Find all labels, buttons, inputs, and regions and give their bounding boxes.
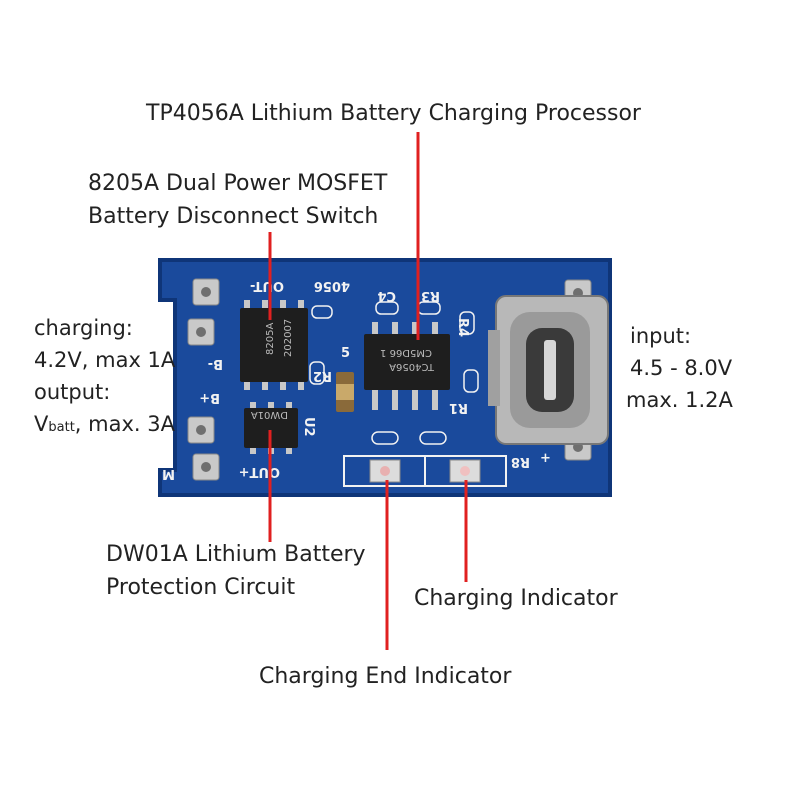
label-protection-line2: Protection Circuit <box>106 575 296 600</box>
chip-8205a-marking: 8205A <box>265 323 276 355</box>
label-right-input-range: 4.5 - 8.0V <box>630 356 733 380</box>
label-left-output: output: <box>34 380 111 404</box>
silk-r1: R1 <box>449 400 468 415</box>
chip-8205a: 8205A 202007 <box>240 300 308 390</box>
label-left-charging: charging: <box>34 316 133 340</box>
usb-c-connector <box>488 295 609 445</box>
chip-dw01a-marking: DW01A <box>251 409 288 420</box>
chip-8205a-date: 202007 <box>283 319 294 357</box>
label-mosfet-line1: 8205A Dual Power MOSFET <box>88 171 388 196</box>
label-processor: TP4056A Lithium Battery Charging Process… <box>146 101 641 126</box>
led-area <box>343 455 507 487</box>
silk-plus: + <box>540 451 551 466</box>
label-protection-line1: DW01A Lithium Battery <box>106 542 366 567</box>
silk-out-plus: OUT+ <box>239 464 280 479</box>
silk-b-minus: B- <box>208 356 223 371</box>
pointer-lines <box>268 132 468 650</box>
silk-5: 5 <box>341 346 350 361</box>
label-mosfet-line2: Battery Disconnect Switch <box>88 204 379 229</box>
chip-tp4056-marking: TC4056A <box>389 361 435 372</box>
label-left-charging-spec: 4.2V, max 1A <box>34 348 176 372</box>
silk-r4: R4 <box>455 318 470 337</box>
silk-c4: C4 <box>377 288 396 303</box>
label-left-output-spec: Vbatt, max. 3A <box>34 408 175 444</box>
silk-b-plus: B+ <box>199 390 220 405</box>
silk-r2: R2 <box>313 368 332 383</box>
label-charging-indicator: Charging Indicator <box>414 586 618 611</box>
output-subscript: batt <box>48 420 75 435</box>
silk-r3: R3 <box>421 288 440 303</box>
label-right-input-max: max. 1.2A <box>626 388 733 412</box>
chip-tp4056-lot: CM5D66 1 <box>380 347 432 358</box>
silk-u2: U2 <box>301 417 316 437</box>
label-charging-end-indicator: Charging End Indicator <box>259 664 512 689</box>
silk-r8: R8 <box>511 454 530 469</box>
output-v: V <box>34 412 49 436</box>
chip-tp4056: TC4056A CM5D66 1 <box>364 322 450 410</box>
output-max: , max. 3A <box>74 412 175 436</box>
silk-out-minus: OUT- <box>250 278 284 293</box>
label-right-input: input: <box>630 324 692 348</box>
silk-m: M <box>162 466 175 481</box>
silk-4056: 4056 <box>314 278 350 293</box>
left-pads <box>187 278 220 481</box>
